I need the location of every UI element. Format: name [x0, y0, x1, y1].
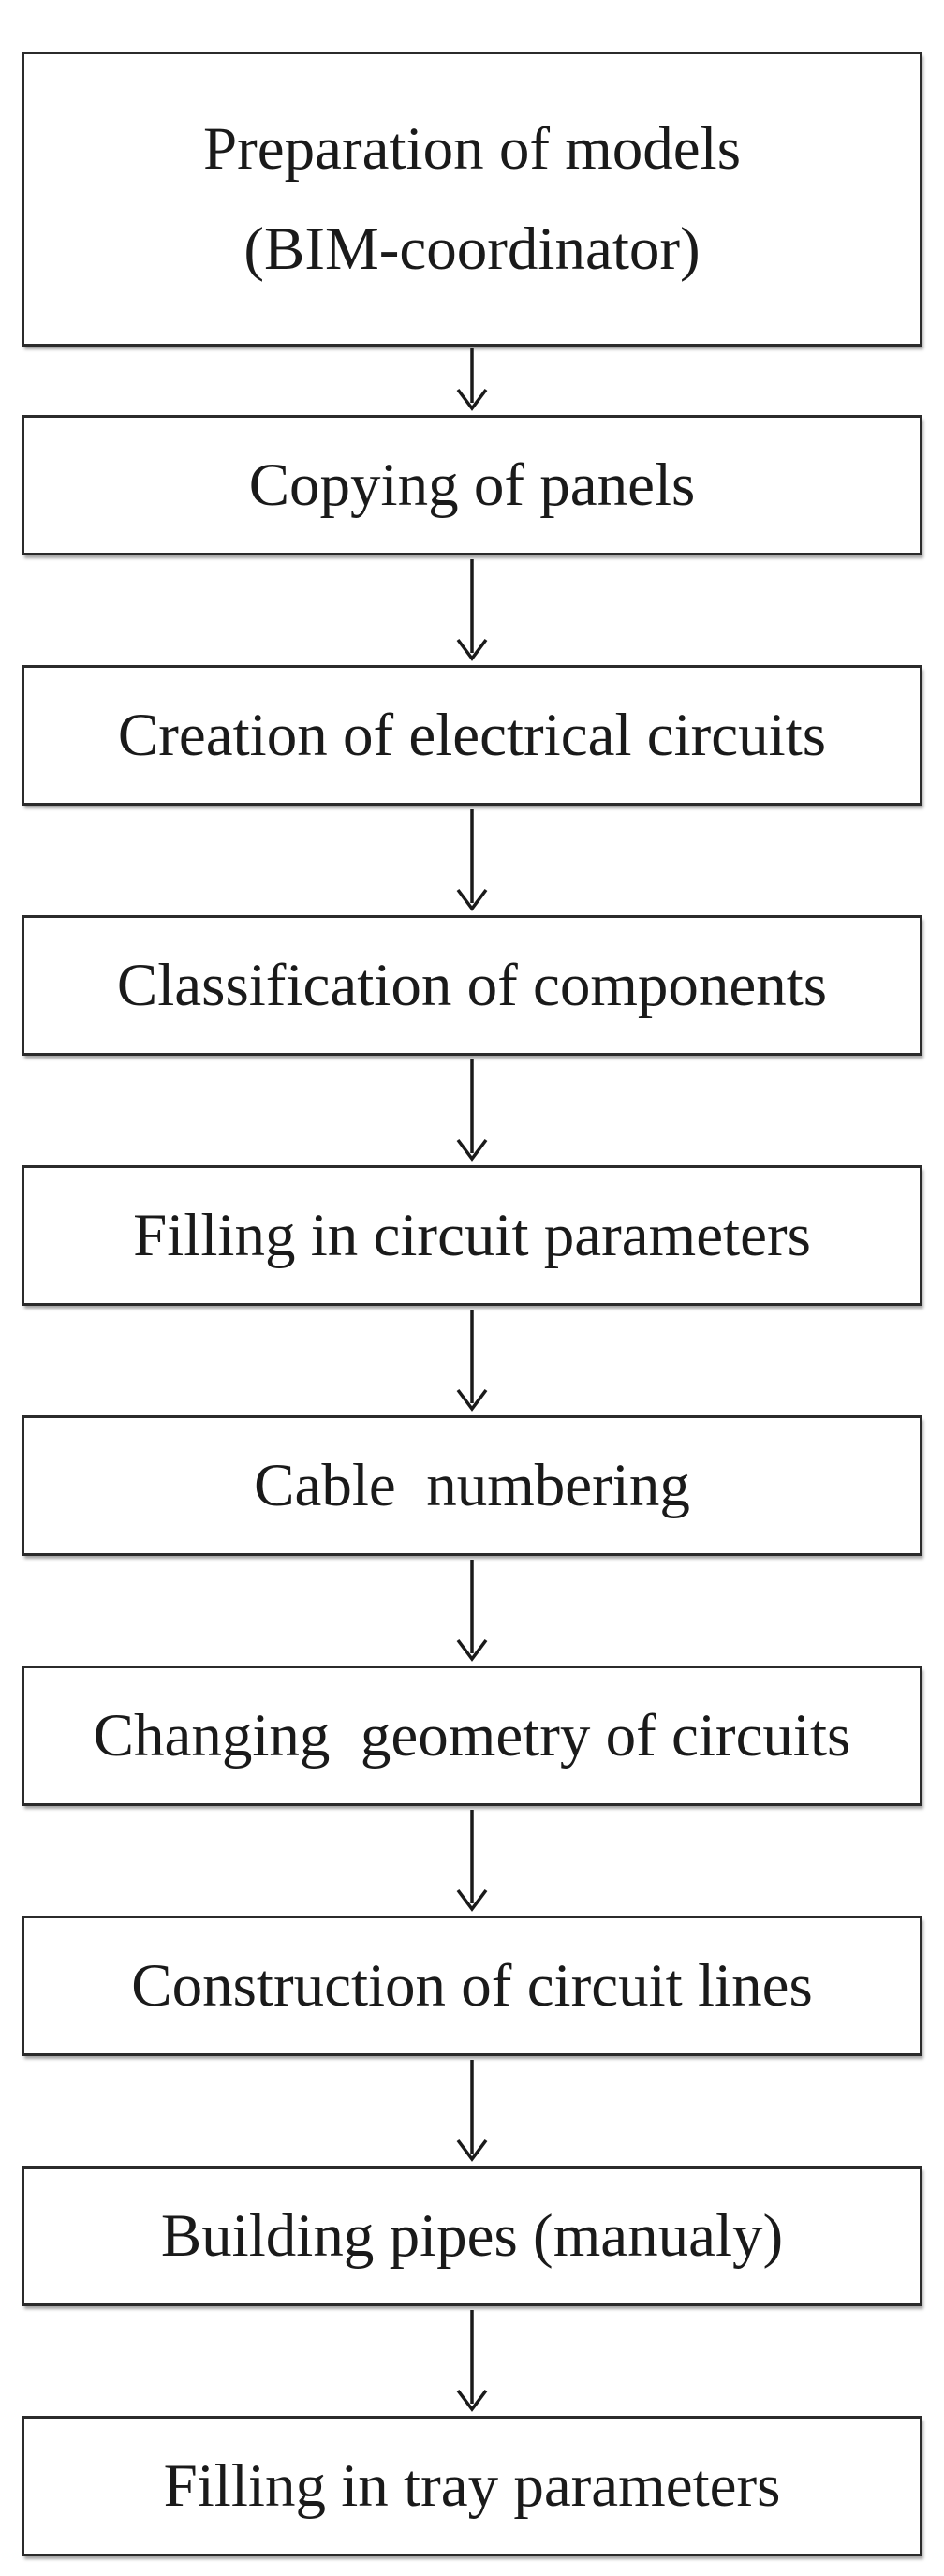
step-box-construction-of-circuit-lines: Construction of circuit lines — [22, 1916, 922, 2056]
down-arrow-icon — [456, 1810, 488, 1912]
step-label: Cable numbering — [254, 1451, 690, 1519]
down-arrow-icon — [456, 809, 488, 911]
down-arrow-icon — [456, 2060, 488, 2162]
step-label: Preparation of models — [202, 114, 742, 183]
step-box-building-pipes-manually: Building pipes (manualy) — [22, 2166, 922, 2306]
down-arrow-icon — [456, 559, 488, 661]
step-label: (BIM-coordinator) — [243, 215, 701, 283]
step-label: Copying of panels — [248, 451, 696, 519]
step-box-creation-of-electrical-circuits: Creation of electrical circuits — [22, 665, 922, 806]
down-arrow-icon — [456, 1059, 488, 1162]
step-box-preparation-of-models: Preparation of models (BIM-coordinator) — [22, 52, 922, 347]
down-arrow-icon — [456, 348, 488, 411]
step-label: Filling in tray parameters — [163, 2451, 781, 2520]
step-box-classification-of-components: Classification of components — [22, 915, 922, 1056]
step-label: Creation of electrical circuits — [117, 701, 827, 769]
step-label: Building pipes (manualy) — [160, 2201, 784, 2270]
step-label: Changing geometry of circuits — [93, 1701, 851, 1769]
step-box-copying-of-panels: Copying of panels — [22, 415, 922, 555]
step-box-filling-in-circuit-parameters: Filling in circuit parameters — [22, 1165, 922, 1306]
step-label: Filling in circuit parameters — [133, 1201, 811, 1269]
down-arrow-icon — [456, 1310, 488, 1412]
step-label: Construction of circuit lines — [131, 1951, 813, 2020]
step-label: Classification of components — [116, 951, 828, 1019]
down-arrow-icon — [456, 2310, 488, 2412]
down-arrow-icon — [456, 1560, 488, 1662]
step-box-filling-in-tray-parameters: Filling in tray parameters — [22, 2416, 922, 2556]
step-box-changing-geometry-of-circuits: Changing geometry of circuits — [22, 1666, 922, 1806]
step-box-cable-numbering: Cable numbering — [22, 1415, 922, 1556]
